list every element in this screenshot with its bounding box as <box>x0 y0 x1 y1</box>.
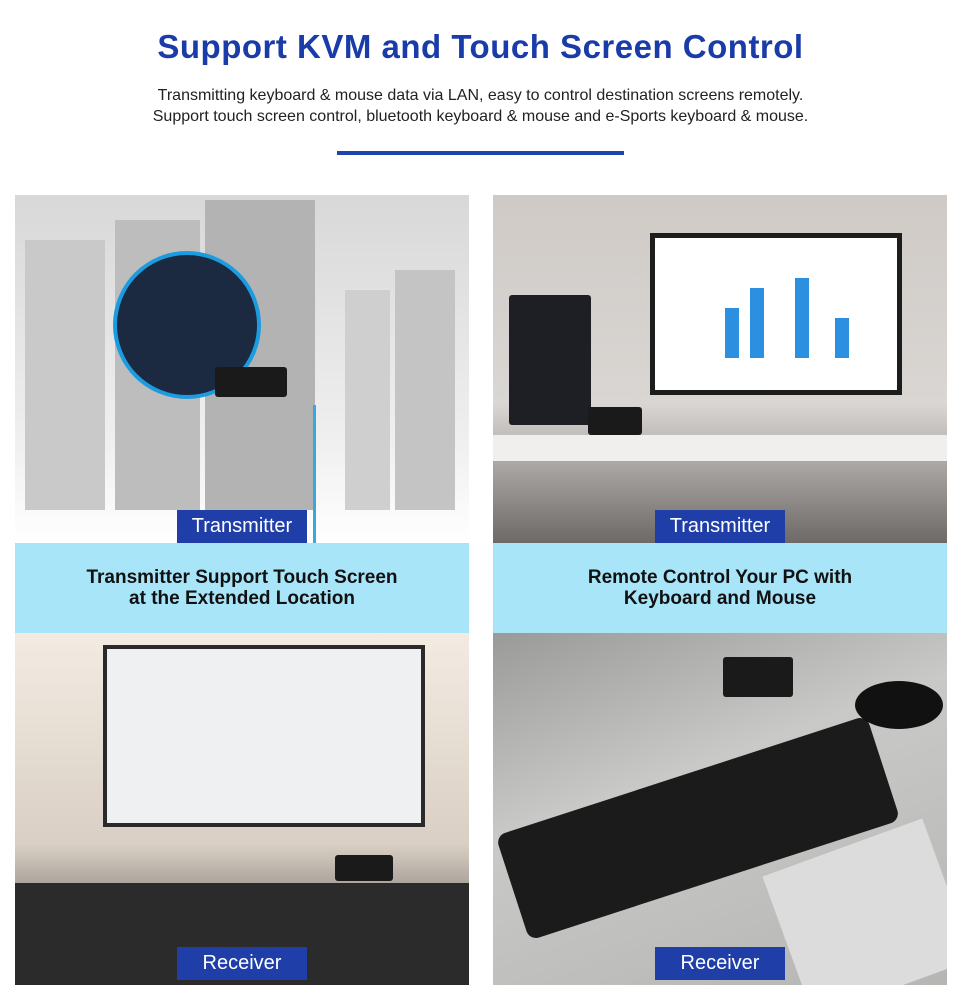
desk-pc-photo <box>493 195 947 543</box>
monitor-chart-graphic <box>725 278 849 358</box>
meeting-room-photo <box>15 633 469 985</box>
transmitter-device <box>588 407 642 435</box>
feature-band: Remote Control Your PC with Keyboard and… <box>493 543 947 633</box>
mouse <box>855 681 943 729</box>
receiver-device <box>335 855 393 881</box>
keyboard-desk-photo <box>493 633 947 985</box>
receiver-label: Receiver <box>655 947 785 980</box>
monitor <box>650 233 902 395</box>
receiver-device <box>723 657 793 697</box>
server-racks-illustration <box>25 200 455 510</box>
network-cable <box>313 405 316 543</box>
panel-remote-control: Transmitter Remote Control Your PC with … <box>493 195 947 985</box>
divider <box>337 151 624 155</box>
band-line-1: Transmitter Support Touch Screen <box>86 567 398 588</box>
transmitter-label: Transmitter <box>177 510 307 543</box>
band-line-2: at the Extended Location <box>129 588 355 609</box>
feature-band: Transmitter Support Touch Screen at the … <box>15 543 469 633</box>
subtitle-line-2: Support touch screen control, bluetooth … <box>152 108 809 125</box>
band-line-1: Remote Control Your PC with <box>587 567 853 588</box>
pc-tower <box>509 295 591 425</box>
transmitter-device <box>215 367 287 397</box>
server-room-photo <box>15 195 469 543</box>
panel-touch-screen: Transmitter Transmitter Support Touch Sc… <box>15 195 469 985</box>
page-title: Support KVM and Touch Screen Control <box>157 28 804 65</box>
subtitle-line-1: Transmitting keyboard & mouse data via L… <box>157 87 804 104</box>
transmitter-label: Transmitter <box>655 510 785 543</box>
receiver-label: Receiver <box>177 947 307 980</box>
band-line-2: Keyboard and Mouse <box>623 588 817 609</box>
touch-screen-display <box>103 645 425 827</box>
desk <box>493 435 947 461</box>
